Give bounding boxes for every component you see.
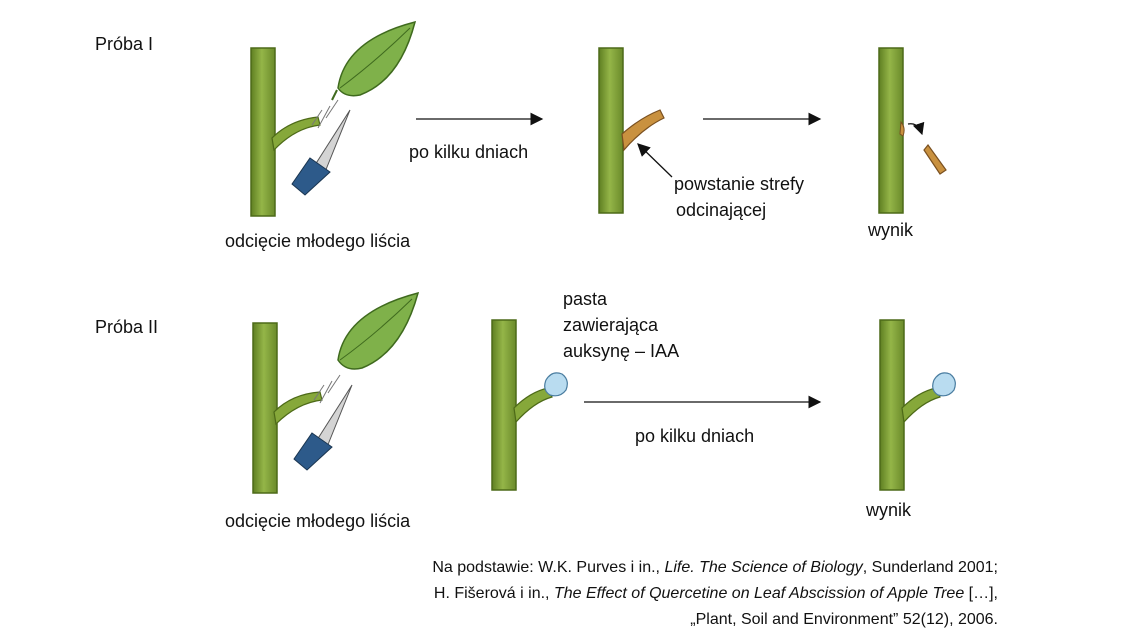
trial2-arrow-caption: po kilku dniach: [635, 426, 755, 446]
source-title: Life. The Science of Biology: [664, 559, 863, 576]
trial2-stem-paste: [491, 319, 568, 491]
source-text: Na podstawie: W.K. Purves i in.,: [432, 559, 665, 576]
paste-caption-line2: zawierająca: [563, 315, 659, 335]
trial2-stem-result: [879, 319, 956, 491]
trial1-label: Próba I: [95, 34, 154, 54]
source-citation: Na podstawie: W.K. Purves i in., Life. T…: [432, 555, 998, 633]
trial1-stem-zone: [598, 47, 665, 214]
trial2-cut-caption: odcięcie młodego liścia: [225, 511, 411, 531]
zone-caption: powstanie strefy odcinającej: [674, 171, 804, 223]
paste-caption-line1: pasta: [563, 289, 608, 309]
trial1-cut-caption: odcięcie młodego liścia: [225, 231, 411, 251]
source-line-1: Na podstawie: W.K. Purves i in., Life. T…: [432, 555, 998, 581]
source-title: The Effect of Quercetine on Leaf Absciss…: [553, 585, 965, 602]
zone-caption-line1: powstanie strefy: [674, 174, 805, 194]
knife-icon: [293, 374, 353, 471]
trial1-stem-cut: [250, 20, 417, 217]
source-text: , Sunderland 2001;: [862, 559, 998, 576]
source-line-3: „Plant, Soil and Environment” 52(12), 20…: [690, 611, 998, 628]
paste-caption-line3: auksynę – IAA: [563, 341, 680, 361]
knife-icon: [291, 99, 351, 196]
trial2-stem-cut: [252, 291, 420, 494]
paste-caption: pasta zawierająca auksynę – IAA: [563, 286, 679, 364]
trial1-arrow1-caption: po kilku dniach: [409, 142, 529, 162]
trial2-result-caption: wynik: [866, 500, 912, 520]
source-line-2: H. Fišerová i in., The Effect of Quercet…: [432, 581, 998, 607]
zone-caption-line2: odcinającej: [676, 200, 767, 220]
trial1-stem-result: [878, 47, 947, 214]
source-text: […],: [964, 585, 998, 602]
source-text: H. Fišerová i in.,: [433, 585, 554, 602]
trial1-result-caption: wynik: [868, 220, 914, 240]
trial2-label: Próba II: [95, 317, 159, 337]
zone-pointer-arrow: [637, 143, 673, 178]
